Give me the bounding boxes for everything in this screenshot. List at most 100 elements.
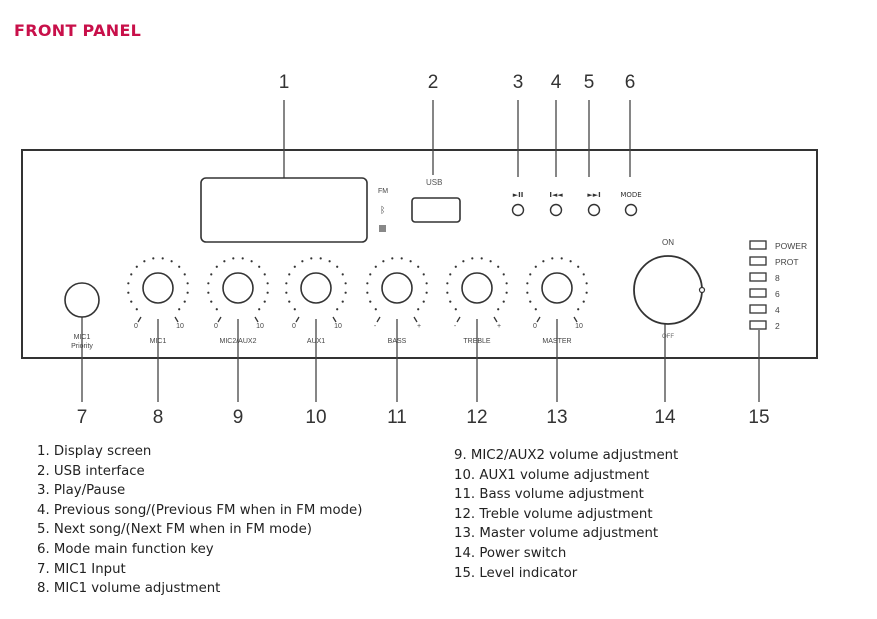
callout-number: 4 — [551, 72, 562, 93]
legend-item: 12. Treble volume adjustment — [454, 506, 653, 522]
callout-number: 14 — [654, 407, 676, 428]
scale-dot — [301, 260, 304, 263]
scale-dot — [223, 260, 226, 263]
usb-card-icon — [379, 225, 386, 232]
scale-dot — [258, 308, 261, 311]
max-tick — [493, 316, 498, 323]
min-tick — [137, 316, 142, 323]
scale-dot — [266, 282, 269, 285]
legend-item: 14. Power switch — [454, 545, 567, 561]
scale-dot — [582, 300, 585, 303]
legend-item: 3. Play/Pause — [37, 483, 126, 499]
scale-dot — [454, 265, 457, 268]
callout-number: 8 — [153, 407, 164, 428]
led-label: 4 — [775, 305, 780, 315]
scale-dot — [529, 273, 532, 276]
knob-dial[interactable] — [222, 272, 254, 304]
knob-dial[interactable] — [381, 272, 413, 304]
knob-dial[interactable] — [541, 272, 573, 304]
scale-dot — [241, 257, 244, 260]
scale-dot — [480, 257, 483, 260]
scale-dot — [310, 257, 313, 260]
transport-button[interactable] — [624, 203, 638, 217]
power-switch-notch — [698, 286, 706, 294]
led-label: 6 — [775, 289, 780, 299]
scale-dot — [130, 273, 133, 276]
callout-number: 12 — [466, 407, 487, 428]
scale-dot — [497, 308, 500, 311]
scale-dot — [152, 257, 155, 260]
callout-number: 11 — [387, 407, 407, 428]
scale-dot — [534, 308, 537, 311]
knob-max-label: 10 — [334, 323, 342, 330]
knob-max-label: + — [417, 323, 421, 330]
callout-number: 10 — [305, 407, 326, 428]
knob-max-label: 10 — [575, 323, 583, 330]
knob-max-label: 10 — [176, 323, 184, 330]
scale-dot — [422, 300, 425, 303]
scale-dot — [170, 260, 173, 263]
callout-number: 5 — [584, 72, 595, 93]
led-label: POWER — [775, 241, 807, 251]
scale-dot — [130, 300, 133, 303]
scale-dot — [210, 300, 213, 303]
transport-button[interactable] — [511, 203, 525, 217]
knob-max-label: 10 — [256, 323, 264, 330]
knob-min-label: 0 — [292, 323, 296, 330]
scale-dot — [374, 308, 377, 311]
scale-dot — [341, 273, 344, 276]
knob-bass[interactable]: -+BASS — [366, 257, 428, 345]
knob-label: MASTER — [542, 338, 571, 345]
max-tick — [332, 316, 337, 323]
display-screen — [200, 177, 368, 243]
max-tick — [573, 316, 578, 323]
scale-dot — [135, 265, 138, 268]
scale-dot — [215, 308, 218, 311]
scale-dot — [266, 291, 269, 294]
scale-dot — [232, 257, 235, 260]
led-indicator — [749, 256, 767, 266]
transport-button[interactable] — [549, 203, 563, 217]
knob-treble[interactable]: -+TREBLE — [446, 257, 508, 345]
transport-button[interactable] — [587, 203, 601, 217]
mic1-input-jack — [64, 282, 100, 318]
scale-dot — [585, 282, 588, 285]
scale-dot — [319, 257, 322, 260]
led-indicator — [749, 320, 767, 330]
scale-dot — [285, 291, 288, 294]
panel-outline — [21, 149, 818, 359]
legend-right: 9. MIC2/AUX2 volume adjustment 10. AUX1 … — [454, 446, 678, 583]
scale-dot — [127, 282, 130, 285]
knob-label: BASS — [388, 338, 407, 345]
led-indicator — [749, 240, 767, 250]
previous-icon: I◄◄ — [549, 191, 563, 199]
scale-dot — [454, 308, 457, 311]
scale-dot — [417, 308, 420, 311]
knob-dial[interactable] — [142, 272, 174, 304]
scale-dot — [210, 273, 213, 276]
scale-dot — [263, 300, 266, 303]
scale-dot — [207, 282, 210, 285]
scale-dot — [505, 291, 508, 294]
scale-dot — [446, 282, 449, 285]
knob-dial[interactable] — [300, 272, 332, 304]
scale-dot — [505, 282, 508, 285]
scale-dot — [178, 308, 181, 311]
scale-dot — [293, 265, 296, 268]
knob-dial[interactable] — [461, 272, 493, 304]
scale-dot — [186, 282, 189, 285]
scale-dot — [183, 300, 186, 303]
scale-dot — [551, 257, 554, 260]
scale-dot — [328, 260, 331, 263]
scale-dot — [344, 291, 347, 294]
scale-dot — [215, 265, 218, 268]
power-switch — [633, 255, 703, 325]
scale-dot — [391, 257, 394, 260]
scale-dot — [285, 282, 288, 285]
min-tick — [217, 316, 222, 323]
scale-dot — [161, 257, 164, 260]
